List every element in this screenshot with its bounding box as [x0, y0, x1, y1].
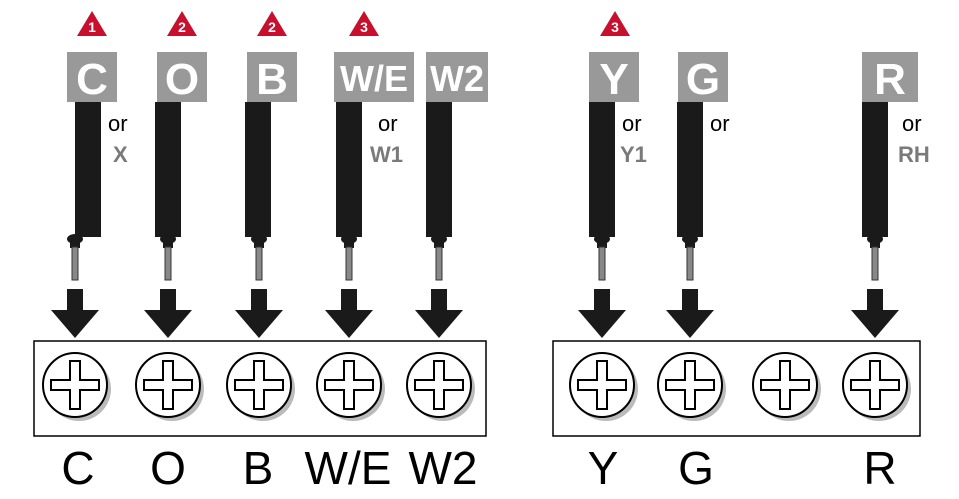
alt-label: X [113, 142, 128, 167]
badge-number: 3 [360, 19, 368, 35]
wire-label: G [686, 55, 720, 104]
badge-number: 2 [178, 19, 186, 35]
wire-conductor [682, 234, 698, 281]
terminal-y: Y [569, 352, 639, 494]
badge-icon [167, 11, 197, 36]
badge-number: 3 [611, 19, 619, 35]
or-label: or [378, 111, 398, 136]
terminal-w2: W2 [406, 352, 478, 494]
wire-conductor [867, 234, 883, 281]
arrow-down-icon [235, 289, 283, 338]
or-label: or [902, 111, 922, 136]
wire-label-box [589, 52, 639, 102]
wire-label-box [157, 52, 207, 102]
wire-label-box [247, 52, 297, 102]
terminal-block-right: Y G R [552, 340, 921, 494]
wire-insulation [245, 102, 271, 237]
arrow-down-icon [325, 289, 373, 338]
alt-label: Y1 [620, 142, 647, 167]
terminal-label: O [150, 442, 186, 494]
wire-conductor [251, 234, 267, 281]
or-label: or [108, 111, 128, 136]
wire-insulation [75, 102, 101, 237]
wire-insulation [336, 102, 362, 237]
wire-w-e: 3 W/E or W1 [325, 11, 414, 338]
wire-insulation [862, 102, 888, 237]
terminal-o: O [135, 352, 205, 494]
wire-label-box [334, 52, 414, 102]
wire-conductor [341, 234, 357, 281]
terminal-label: W/E [305, 442, 392, 494]
arrow-down-icon [415, 289, 463, 338]
wire-conductor [594, 234, 610, 281]
terminal-label: C [61, 442, 94, 494]
terminal-label: B [243, 442, 274, 494]
wire-conductor [431, 234, 447, 281]
terminal-block-left: C O B W/E W2 [33, 340, 487, 494]
wire-label: C [76, 55, 108, 104]
wires-layer: 1 C or X 2 O [51, 11, 930, 338]
wire-label: R [874, 55, 906, 104]
terminal-g: G [657, 352, 727, 494]
arrow-down-icon [51, 289, 99, 338]
terminal-label: G [678, 442, 714, 494]
arrow-down-icon [144, 289, 192, 338]
wire-label: W/E [340, 58, 408, 99]
arrow-down-icon [851, 289, 899, 338]
wire-label-box [426, 52, 488, 102]
badge-icon [349, 11, 379, 36]
wire-b: 2 B [235, 11, 297, 338]
wire-label-box [862, 52, 918, 102]
badge-number: 2 [268, 19, 276, 35]
wire-label-box [678, 52, 728, 102]
terminal-w-e: W/E [305, 352, 392, 494]
arrow-down-icon [666, 289, 714, 338]
or-label: or [710, 111, 730, 136]
arrow-down-icon [578, 289, 626, 338]
wire-conductor [160, 234, 176, 281]
alt-label: RH [898, 142, 930, 167]
wire-conductor [67, 234, 83, 281]
wire-w2: W2 [415, 52, 488, 338]
wire-label: O [165, 55, 199, 104]
terminal-c: C [42, 352, 112, 494]
terminal-label: W2 [409, 442, 478, 494]
terminal-label: Y [588, 442, 619, 494]
badge-number: 1 [88, 19, 96, 35]
wire-insulation [677, 102, 703, 237]
terminal-label: R [863, 442, 896, 494]
badge-icon [77, 11, 107, 36]
terminal-r: R [842, 352, 912, 494]
wire-label: B [256, 55, 288, 104]
wire-label: W2 [430, 58, 484, 99]
terminal-b: B [226, 352, 296, 494]
wire-insulation [426, 102, 452, 237]
wire-o: 2 O [144, 11, 207, 338]
wire-y: 3 Y or Y1 [578, 11, 647, 338]
wire-insulation [589, 102, 615, 237]
wire-c: 1 C or X [51, 11, 128, 338]
wire-label: Y [599, 55, 628, 104]
or-label: or [622, 111, 642, 136]
wire-r: R or RH [851, 52, 930, 338]
alt-label: W1 [370, 142, 403, 167]
wire-insulation [155, 102, 181, 237]
wire-g: G or [666, 52, 730, 338]
badge-icon [600, 11, 630, 36]
wire-label-box [67, 52, 117, 102]
badge-icon [257, 11, 287, 36]
